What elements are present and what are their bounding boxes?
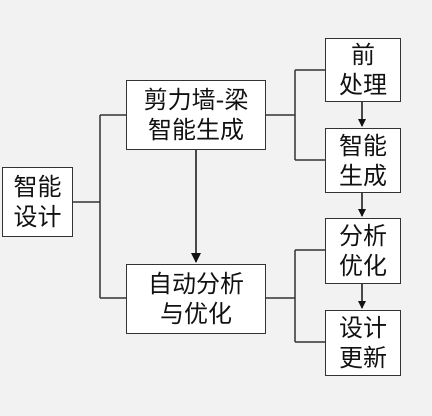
node-smart-gen-line-1: 智能 — [339, 131, 387, 160]
node-preprocess: 前 处理 — [325, 38, 401, 102]
node-design-update-line-1: 设计 — [339, 314, 387, 342]
node-analysis-opt: 分析 优化 — [325, 218, 401, 284]
node-design-update: 设计 更新 — [325, 310, 401, 376]
node-preprocess-line-1: 前 — [351, 41, 375, 69]
node-root-line-1: 智能 — [13, 173, 62, 201]
node-generation: 剪力墙-梁 智能生成 — [126, 80, 266, 150]
node-analysis-opt-line-1: 分析 — [339, 222, 387, 250]
analysis-bracket-connector — [266, 249, 325, 343]
node-preprocess-line-2: 处理 — [339, 71, 387, 99]
node-root-line-2: 设计 — [13, 203, 62, 231]
node-analysis: 自动分析 与优化 — [126, 264, 266, 334]
node-analysis-line-1: 自动分析 — [148, 270, 244, 298]
node-smart-gen: 智能 生成 — [325, 128, 401, 193]
node-root: 智能 设计 — [2, 167, 73, 237]
node-generation-line-1: 剪力墙-梁 — [143, 86, 249, 114]
node-smart-gen-line-2: 生成 — [339, 161, 387, 190]
node-analysis-line-2: 与优化 — [160, 300, 232, 328]
root-bracket-connector — [73, 114, 126, 299]
node-analysis-opt-line-2: 优化 — [339, 252, 387, 280]
node-generation-line-2: 智能生成 — [148, 116, 244, 144]
node-design-update-line-2: 更新 — [339, 344, 387, 372]
generation-bracket-connector — [266, 69, 325, 161]
